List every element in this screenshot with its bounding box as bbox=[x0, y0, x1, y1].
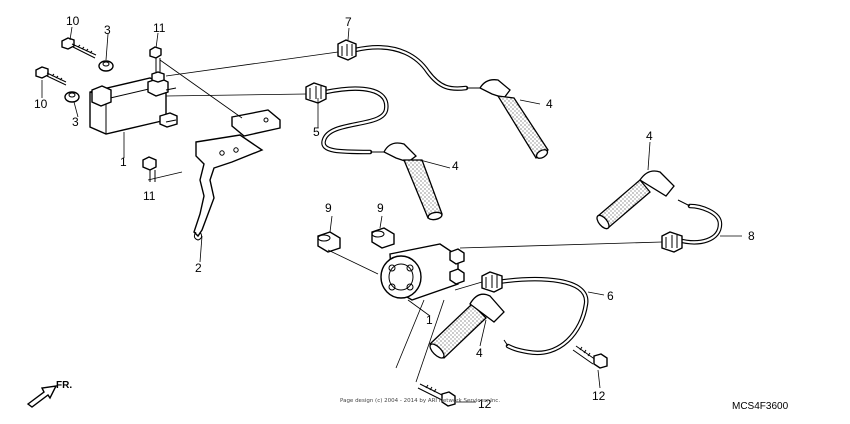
callout-9-right: 9 bbox=[377, 201, 384, 215]
plug-cable-8[interactable] bbox=[661, 199, 723, 253]
callout-1-lower: 1 bbox=[426, 313, 433, 327]
ignition-coil-1-upper[interactable] bbox=[89, 71, 178, 135]
bolt-12-right[interactable] bbox=[572, 345, 608, 369]
diagram-code: MCS4F3600 bbox=[732, 401, 789, 412]
callout-1-upper: 1 bbox=[120, 155, 127, 169]
callout-10-upper: 10 bbox=[66, 14, 80, 28]
bolt-11-upper[interactable] bbox=[149, 46, 162, 72]
callout-2: 2 bbox=[195, 261, 202, 275]
callout-3-upper: 3 bbox=[104, 23, 111, 37]
callout-4-bottom: 4 bbox=[476, 346, 483, 360]
collar-9-right[interactable] bbox=[371, 227, 395, 249]
collar-3-lower[interactable] bbox=[64, 91, 80, 103]
callout-11-upper: 11 bbox=[153, 21, 166, 35]
plug-cap-4-right[interactable] bbox=[595, 170, 675, 231]
plug-cap-4-top-right[interactable] bbox=[479, 79, 549, 160]
front-direction-label: FR. bbox=[56, 380, 72, 391]
bolt-11-lower[interactable] bbox=[142, 156, 157, 182]
plug-cable-5[interactable] bbox=[305, 82, 389, 155]
callout-4-top: 4 bbox=[546, 97, 553, 111]
callout-10-lower: 10 bbox=[34, 97, 48, 111]
leader-lines bbox=[41, 26, 742, 403]
callout-7: 7 bbox=[345, 15, 352, 29]
callout-4-center: 4 bbox=[452, 159, 459, 173]
callout-12-left: 12 bbox=[478, 397, 492, 411]
callout-6: 6 bbox=[607, 289, 614, 303]
ignition-coil-1-lower[interactable] bbox=[380, 243, 465, 301]
callout-4-right: 4 bbox=[646, 129, 653, 143]
plug-cable-6[interactable] bbox=[481, 271, 589, 356]
callout-labels: 10 3 11 7 10 3 4 5 1 4 11 2 4 9 9 8 6 1 … bbox=[34, 14, 755, 411]
plug-cap-4-center[interactable] bbox=[383, 142, 443, 221]
callout-11-lower: 11 bbox=[143, 189, 156, 203]
collar-3-upper[interactable] bbox=[98, 60, 114, 72]
callout-9-left: 9 bbox=[325, 201, 332, 215]
callout-5: 5 bbox=[313, 125, 320, 139]
coil-bracket-2[interactable] bbox=[193, 109, 281, 241]
callout-3-lower: 3 bbox=[72, 115, 79, 129]
bolt-10-upper[interactable] bbox=[61, 37, 97, 59]
collar-9-left[interactable] bbox=[317, 231, 341, 253]
bolt-12-left[interactable] bbox=[417, 383, 456, 407]
copyright-notice: Page design (c) 2004 - 2014 by ARI Netwo… bbox=[340, 398, 500, 404]
callout-12-right: 12 bbox=[592, 389, 606, 403]
callout-8: 8 bbox=[748, 229, 755, 243]
bolt-10-lower[interactable] bbox=[35, 66, 67, 86]
front-direction-arrow-icon: FR. bbox=[26, 380, 72, 408]
plug-cap-4-bottom[interactable] bbox=[428, 293, 505, 360]
plug-cable-7[interactable] bbox=[337, 39, 480, 91]
